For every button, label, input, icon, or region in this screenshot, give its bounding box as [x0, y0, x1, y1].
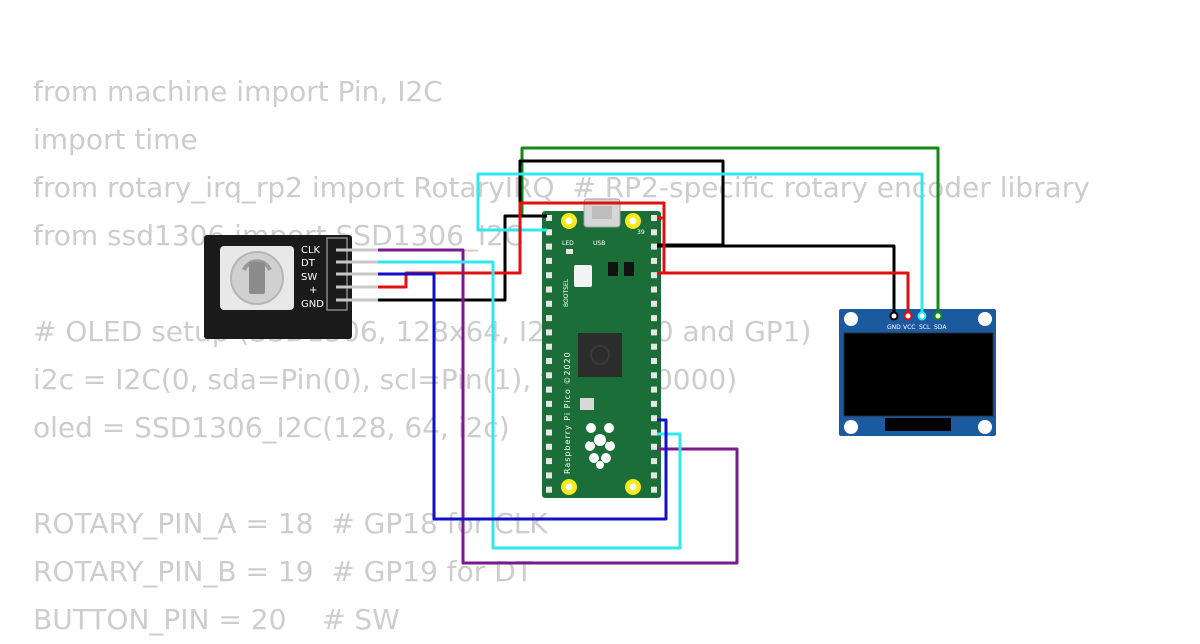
circuit-diagram: CLK DT SW + GND 1 2 39 LED USB BOOTSEL R…: [204, 146, 996, 565]
oled-pin-scl: SCL: [919, 324, 931, 331]
wires: [378, 146, 940, 565]
wire-oled-gnd: [657, 244, 896, 315]
oled-screen: [843, 332, 994, 417]
pico-pin: [651, 429, 657, 436]
led: [566, 249, 573, 254]
pico-pin: [546, 329, 552, 336]
encoder-pin-sw: SW: [301, 272, 317, 283]
code-line: from rotary_irq_rp2 import RotaryIRQ # R…: [33, 171, 1090, 204]
pico-pin-1-label: 1: [547, 215, 551, 222]
wire-clk-purple: [378, 248, 739, 565]
pico-pin: [651, 386, 657, 393]
oled-mounting-hole-2: [978, 312, 992, 326]
pico-pin: [546, 300, 552, 307]
pico-pin: [651, 286, 657, 293]
pico-pin: [546, 257, 552, 264]
wire-vcc-loop: [518, 201, 666, 218]
wire-sw-blue: [378, 272, 668, 521]
oled-pin-vcc: VCC: [903, 324, 915, 331]
pico-pin: [546, 415, 552, 422]
rotary-encoder-module[interactable]: CLK DT SW + GND: [204, 235, 378, 339]
usb-label: USB: [593, 240, 605, 247]
pico-pin: [651, 472, 657, 479]
oled-mounting-hole-3: [844, 420, 858, 434]
oled-display-module[interactable]: GND VCC SCL SDA: [839, 309, 996, 436]
pico-pin: [651, 372, 657, 379]
pico-pin: [651, 486, 657, 493]
encoder-pin-dt: DT: [301, 258, 316, 269]
pico-pin: [651, 215, 657, 221]
pico-pin: [651, 272, 657, 279]
pico-pin: [546, 472, 552, 479]
pico-pin: [546, 372, 552, 379]
pico-pin: [546, 229, 552, 236]
pico-pin: [651, 329, 657, 336]
oled-mounting-hole-1: [844, 312, 858, 326]
pico-pin: [651, 300, 657, 307]
pico-pin: [546, 243, 552, 250]
raspberry-pi-pico[interactable]: 1 2 39 LED USB BOOTSEL Raspberry Pi Pico…: [542, 198, 661, 498]
usb-port: [592, 206, 612, 219]
pico-pin: [651, 458, 657, 465]
pico-pin: [651, 315, 657, 322]
pico-pin: [546, 358, 552, 364]
pico-pin-39-label: 39: [637, 229, 645, 236]
encoder-pin-vcc: +: [309, 285, 317, 296]
wire-scl-cyan: [476, 172, 924, 315]
encoder-shaft: [249, 262, 265, 294]
pico-pin: [651, 229, 657, 236]
code-line: import time: [33, 123, 198, 156]
pico-pin: [546, 272, 552, 279]
oled-pin-gnd: GND: [887, 324, 901, 331]
bootsel-label: BOOTSEL: [563, 278, 570, 307]
pico-pin: [651, 343, 657, 350]
pico-pin: [546, 315, 552, 322]
wire-oled-vcc: [657, 216, 910, 315]
wire-dt-cyan: [378, 260, 682, 550]
oled-ribbon: [885, 418, 951, 431]
pico-pin: [546, 458, 552, 465]
pico-pin: [546, 486, 552, 493]
pico-pin: [546, 400, 552, 407]
oled-mounting-hole-4: [978, 420, 992, 434]
flash-chip: [580, 398, 594, 410]
pico-pin: [651, 415, 657, 422]
wire-encoder-gnd: [378, 214, 547, 302]
oled-pin-heads: [889, 311, 943, 321]
encoder-knob-arrow: [242, 259, 272, 271]
code-listing: from machine import Pin, I2C import time f…: [33, 68, 1090, 644]
pico-pin: [546, 443, 552, 450]
pico-pin: [651, 400, 657, 407]
code-line: ROTARY_PIN_A = 18 # GP18 for CLK: [33, 507, 548, 540]
bootsel-button[interactable]: [574, 265, 592, 287]
encoder-pin-clk: CLK: [301, 245, 321, 256]
code-line: from machine import Pin, I2C: [33, 75, 443, 108]
pico-pin: [546, 429, 552, 436]
raspberry-logo-icon: [585, 423, 615, 469]
oled-pin-sda: SDA: [934, 324, 947, 331]
code-line: oled = SSD1306_I2C(128, 64, i2c): [33, 411, 510, 444]
pico-pin: [546, 286, 552, 293]
pico-pin: [546, 386, 552, 393]
code-line: ROTARY_PIN_B = 19 # GP19 for DT: [33, 555, 533, 588]
encoder-pins: [336, 248, 378, 302]
encoder-pin-gnd: GND: [301, 299, 324, 310]
pico-pin-2-label: 2: [547, 229, 551, 236]
pico-pin: [651, 443, 657, 450]
pico-pin: [651, 358, 657, 364]
rp2040-chip: [578, 333, 622, 377]
pico-chip-small-1: [608, 262, 618, 276]
pico-brand-label: Raspberry Pi Pico ©2020: [563, 351, 572, 474]
pico-pin-row: [546, 215, 657, 493]
pico-pin: [651, 257, 657, 264]
pico-chip-small-2: [624, 262, 634, 276]
pico-pin: [546, 215, 552, 221]
pico-pin: [651, 243, 657, 250]
pico-pin: [546, 343, 552, 350]
led-label: LED: [562, 240, 574, 247]
